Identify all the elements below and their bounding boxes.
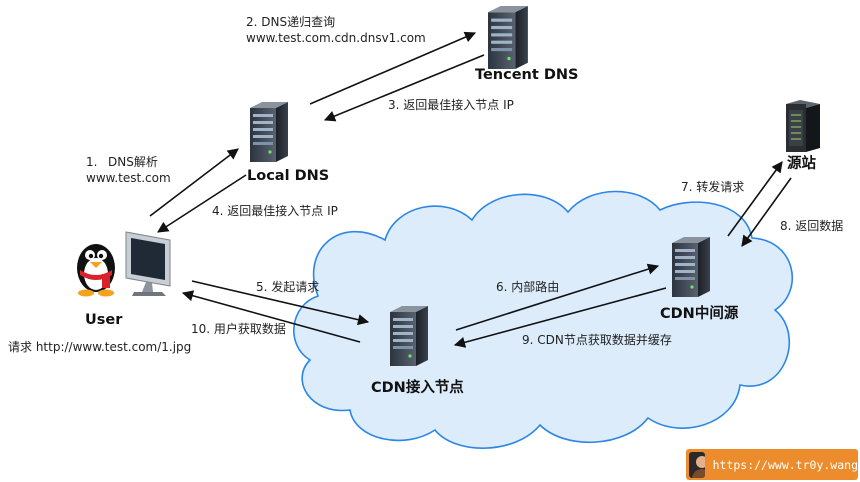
step-9-label: 9. CDN节点获取数据并缓存 — [522, 332, 672, 347]
step-4-label: 4. 返回最佳接入节点 IP — [212, 203, 338, 218]
step-10-label: 10. 用户获取数据 — [191, 321, 286, 336]
local-dns-server-icon — [250, 102, 288, 162]
user-request-label: 请求 http://www.test.com/1.jpg — [8, 340, 191, 354]
user-label: User — [85, 312, 123, 328]
monitor-icon — [125, 231, 171, 296]
author-avatar — [689, 451, 705, 478]
origin-label: 源站 — [787, 154, 816, 172]
step-1-number: 1. — [86, 155, 97, 169]
tencent-dns-server-icon — [488, 6, 528, 69]
step-5-label: 5. 发起请求 — [256, 279, 319, 294]
watermark-badge[interactable]: https://www.tr0y.wang — [686, 449, 858, 480]
cdn-mid-server-icon — [672, 237, 710, 297]
cdn-mid-label: CDN中间源 — [660, 304, 739, 322]
tencent-dns-label: Tencent DNS — [475, 67, 578, 83]
cdn-cloud — [293, 190, 793, 449]
step-3-label: 3. 返回最佳接入节点 IP — [388, 97, 514, 112]
step-1-label: DNS解析 — [108, 155, 158, 169]
arrow-step-8 — [741, 177, 792, 247]
step-1-domain: www.test.com — [86, 171, 171, 185]
arrow-step-7 — [727, 161, 783, 237]
arrow-step-2 — [309, 31, 477, 105]
step-2-label: 2. DNS递归查询 — [246, 15, 335, 29]
arrow-step-3 — [323, 54, 485, 122]
step-2-domain: www.test.com.cdn.dnsv1.com — [246, 31, 426, 45]
penguin-icon — [77, 244, 115, 297]
arrow-step-4 — [157, 174, 247, 233]
step-8-label: 8. 返回数据 — [780, 218, 843, 233]
arrow-step-9 — [453, 287, 667, 348]
origin-server-icon — [786, 100, 820, 152]
arrow-step-5 — [191, 280, 370, 326]
arrow-step-6 — [455, 263, 660, 331]
local-dns-label: Local DNS — [247, 168, 329, 184]
arrow-step-10 — [181, 290, 361, 343]
step-6-label: 6. 内部路由 — [496, 279, 559, 294]
watermark-url: https://www.tr0y.wang — [712, 457, 858, 472]
arrow-step-1 — [149, 148, 239, 217]
step-7-label: 7. 转发请求 — [681, 179, 744, 194]
cdn-edge-server-icon — [390, 306, 428, 366]
cdn-edge-label: CDN接入节点 — [371, 378, 464, 396]
